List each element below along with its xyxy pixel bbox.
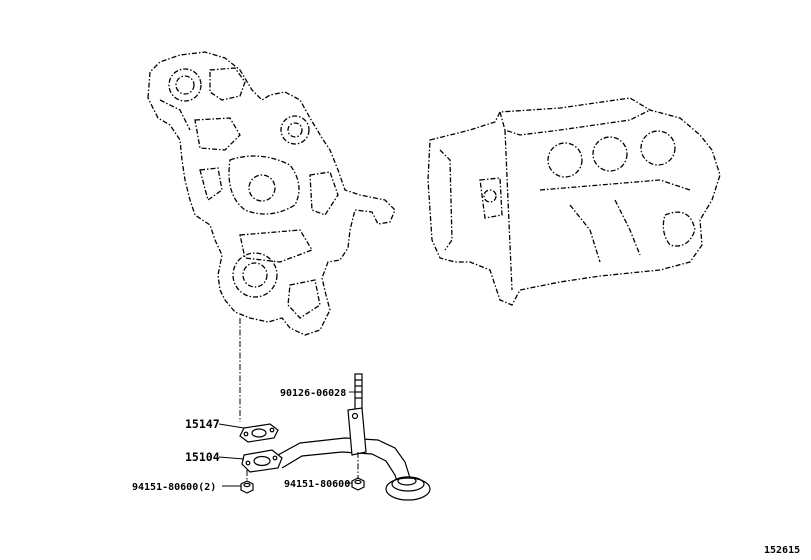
- label-nut-left: 94151-80600(2): [132, 482, 216, 493]
- cylinder-block-phantom: [427, 97, 721, 306]
- stud-bolt-90126-06028: [354, 373, 363, 411]
- label-oil-strainer: 15104: [185, 450, 220, 464]
- leader-gasket: [218, 423, 245, 429]
- nut-left: [240, 480, 254, 494]
- label-gasket: 15147: [185, 417, 220, 431]
- leader-strainer: [218, 456, 245, 460]
- timing-cover-phantom: [147, 51, 396, 336]
- oil-strainer-15104: [241, 407, 431, 501]
- nut-right: [351, 477, 365, 491]
- gasket-15147: [239, 423, 279, 443]
- diagram-id: 152615: [764, 545, 800, 556]
- label-nut-right: 94151-80600: [284, 479, 350, 490]
- label-stud-bolt: 90126-06028: [280, 388, 346, 399]
